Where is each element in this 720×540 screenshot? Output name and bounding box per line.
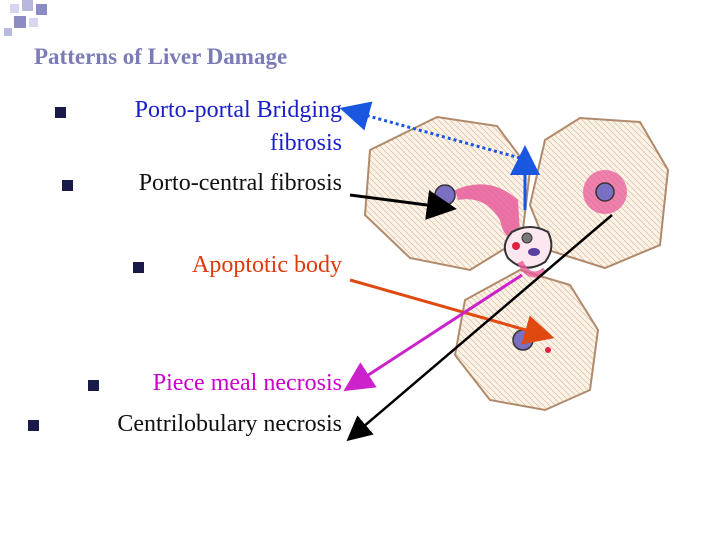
- arrow-apoptotic-body: [349, 278, 555, 345]
- arrow-porto-central: [349, 190, 457, 220]
- arrow-piece-meal-necrosis: [343, 273, 523, 392]
- bullet-icon: [55, 107, 66, 118]
- lobule-bottom: [453, 268, 600, 412]
- item-apoptotic-body: Apoptotic body: [192, 252, 342, 278]
- lobule-right: [528, 116, 670, 270]
- item-centrilobulary-necrosis: Centrilobulary necrosis: [117, 411, 342, 437]
- bullet-icon: [28, 420, 39, 431]
- bullet-icon: [62, 180, 73, 191]
- item-porto-central: Porto-central fibrosis: [138, 170, 342, 196]
- central-vein-icon: [595, 182, 615, 202]
- portal-triad: [503, 226, 553, 278]
- item-porto-portal-line2: fibrosis: [270, 130, 342, 156]
- bullet-icon: [133, 262, 144, 273]
- porto-central-fibrosis-band: [455, 184, 520, 238]
- central-vein-icon: [434, 184, 456, 206]
- corner-decoration: [4, 0, 47, 36]
- item-porto-portal-line1: Porto-portal Bridging: [134, 97, 342, 123]
- item-piece-meal-necrosis: Piece meal necrosis: [152, 370, 342, 396]
- central-vein-icon: [512, 329, 534, 351]
- arrow-centrilobulary-necrosis: [346, 214, 613, 442]
- arrow-bridging-label: [339, 101, 521, 160]
- slide-title: Patterns of Liver Damage: [34, 44, 288, 69]
- bullet-icon: [88, 380, 99, 391]
